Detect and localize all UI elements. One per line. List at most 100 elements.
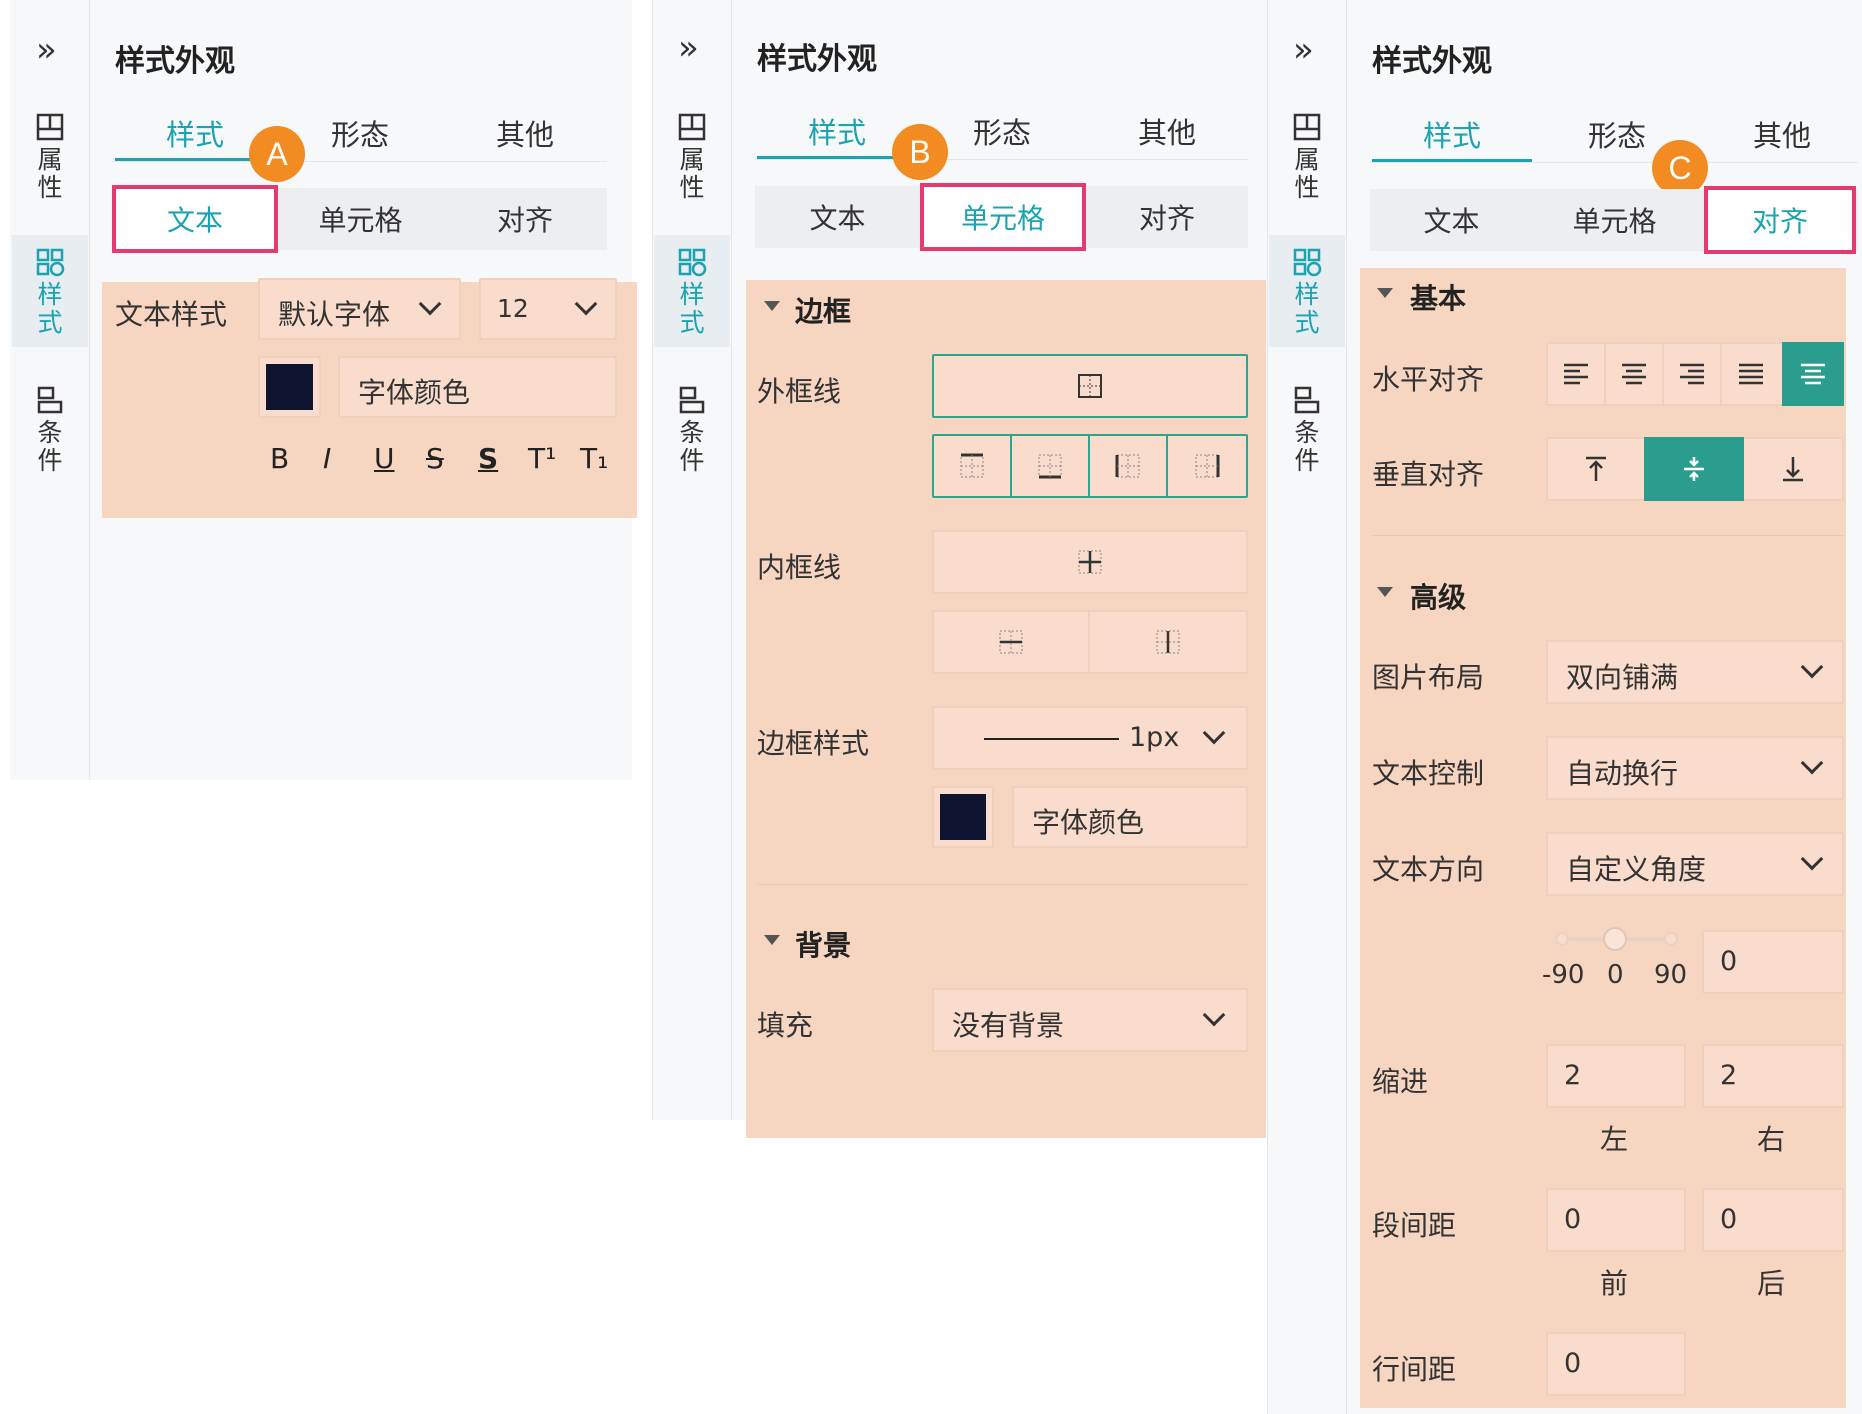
style-icon: [1293, 248, 1322, 277]
collapse-triangle-icon[interactable]: [1377, 288, 1393, 298]
subscript-button[interactable]: T₁: [580, 442, 609, 475]
align-left-button[interactable]: [1548, 344, 1606, 404]
sidebar-item-properties[interactable]: 属性: [654, 112, 730, 202]
border-style-select[interactable]: 1px: [932, 706, 1248, 770]
subtab-align[interactable]: 对齐: [1138, 202, 1195, 235]
italic-button[interactable]: I: [323, 442, 332, 475]
align-center-icon: [1622, 363, 1646, 385]
border-right-button[interactable]: [1168, 436, 1246, 496]
collapse-triangle-icon[interactable]: [764, 301, 780, 311]
tab-shape[interactable]: 形态: [1587, 119, 1646, 153]
subtab-cell[interactable]: 单元格: [1572, 205, 1657, 238]
bold-button[interactable]: B: [270, 442, 290, 475]
collapse-triangle-icon[interactable]: [764, 935, 780, 945]
sidebar-item-properties[interactable]: 属性: [1269, 112, 1345, 202]
background-section-title: 背景: [795, 929, 852, 962]
sidebar-item-style[interactable]: 样式: [654, 235, 730, 347]
sidebar-item-condition[interactable]: 条件: [1269, 385, 1345, 475]
tab-style[interactable]: 样式: [807, 116, 866, 150]
font-color-field[interactable]: 字体颜色: [338, 356, 617, 418]
fill-value: 没有背景: [952, 1009, 1065, 1042]
subtab-cell[interactable]: 单元格: [318, 204, 403, 237]
image-layout-value: 双向铺满: [1566, 661, 1679, 694]
sidebar-item-style[interactable]: 样式: [1269, 235, 1345, 347]
angle-input[interactable]: 0: [1702, 930, 1844, 994]
border-left-button[interactable]: [1090, 436, 1168, 496]
align-justify-button[interactable]: [1722, 344, 1780, 404]
sidebar-item-condition[interactable]: 条件: [12, 385, 88, 475]
border-color-label: 字体颜色: [1032, 806, 1145, 839]
angle-tick-min: -90: [1542, 960, 1585, 990]
sidebar-item-style[interactable]: 样式: [12, 235, 88, 347]
tab-shape[interactable]: 形态: [330, 118, 389, 152]
indent-left-input[interactable]: 2: [1546, 1044, 1686, 1108]
sidebar-item-condition[interactable]: 条件: [654, 385, 730, 475]
align-center-button[interactable]: [1606, 344, 1664, 404]
inner-border-all-button[interactable]: [932, 530, 1248, 594]
align-distributed-button[interactable]: [1782, 342, 1844, 406]
angle-slider-tick: [1555, 932, 1569, 946]
indent-right-input[interactable]: 2: [1702, 1044, 1844, 1108]
tab-other[interactable]: 其他: [1752, 119, 1811, 153]
font-size-select[interactable]: 12: [479, 278, 617, 340]
fill-select[interactable]: 没有背景: [932, 988, 1248, 1052]
para-after-input[interactable]: 0: [1702, 1188, 1844, 1252]
collapse-icon[interactable]: »: [678, 28, 699, 68]
collapse-icon[interactable]: »: [1293, 30, 1314, 70]
font-size-value: 12: [497, 294, 529, 323]
condition-icon: [679, 386, 705, 414]
chevron-down-icon: [574, 292, 598, 316]
collapse-icon[interactable]: »: [36, 30, 57, 70]
underline-button[interactable]: U: [374, 442, 395, 475]
align-bottom-button[interactable]: [1744, 439, 1842, 499]
shadow-button[interactable]: S: [478, 442, 499, 475]
superscript-button[interactable]: T¹: [528, 442, 557, 475]
border-inner-horizontal-icon: [999, 630, 1023, 654]
condition-icon: [37, 386, 63, 414]
align-justify-icon: [1739, 363, 1763, 385]
text-control-label: 文本控制: [1372, 757, 1485, 790]
subtab-cell[interactable]: 单元格: [920, 183, 1086, 251]
sidebar-item-label: 样式: [1294, 280, 1320, 337]
para-before-input[interactable]: 0: [1546, 1188, 1686, 1252]
sidebar-item-properties[interactable]: 属性: [12, 112, 88, 202]
strikethrough-button[interactable]: S: [426, 442, 444, 475]
collapse-triangle-icon[interactable]: [1377, 587, 1393, 597]
condition-icon: [1294, 386, 1320, 414]
align-top-button[interactable]: [1548, 439, 1644, 499]
border-color-field[interactable]: 字体颜色: [1012, 786, 1248, 848]
angle-tick-max: 90: [1654, 960, 1688, 990]
text-direction-select[interactable]: 自定义角度: [1546, 832, 1844, 896]
inner-vertical-button[interactable]: [1090, 612, 1246, 672]
align-middle-button[interactable]: [1644, 437, 1744, 501]
tab-indicator: [757, 156, 917, 159]
border-bottom-icon: [1038, 454, 1062, 479]
tab-style[interactable]: 样式: [165, 118, 224, 152]
border-top-icon: [960, 453, 984, 478]
font-family-select[interactable]: 默认字体: [258, 278, 461, 340]
border-width-value: 1px: [1129, 722, 1180, 753]
line-spacing-input[interactable]: 0: [1546, 1332, 1686, 1396]
border-inner-icon: [1078, 550, 1102, 574]
image-layout-select[interactable]: 双向铺满: [1546, 640, 1844, 704]
text-control-select[interactable]: 自动换行: [1546, 736, 1844, 800]
tab-other[interactable]: 其他: [1137, 116, 1196, 150]
chevron-down-icon: [418, 292, 442, 316]
tab-shape[interactable]: 形态: [972, 116, 1031, 150]
tab-other[interactable]: 其他: [495, 118, 554, 152]
angle-slider-handle[interactable]: [1603, 927, 1627, 951]
font-family-value: 默认字体: [278, 298, 391, 331]
subtab-align[interactable]: 对齐: [1704, 186, 1856, 254]
align-right-button[interactable]: [1664, 344, 1722, 404]
subtab-text[interactable]: 文本: [809, 202, 866, 235]
outer-border-all-button[interactable]: [932, 354, 1248, 418]
subtab-text[interactable]: 文本: [112, 185, 278, 253]
line-spacing-value: 0: [1564, 1348, 1582, 1379]
border-bottom-button[interactable]: [1012, 436, 1090, 496]
subtab-text[interactable]: 文本: [1423, 205, 1480, 238]
tab-style[interactable]: 样式: [1422, 119, 1481, 153]
subtab-align[interactable]: 对齐: [496, 204, 553, 237]
angle-slider-tick: [1664, 932, 1678, 946]
border-top-button[interactable]: [934, 436, 1012, 496]
inner-horizontal-button[interactable]: [934, 612, 1090, 672]
